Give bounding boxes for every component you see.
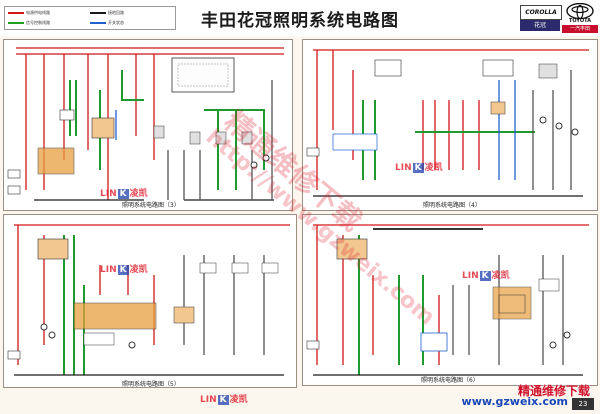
- circuit-diagram-6: [306, 224, 589, 376]
- faw-badge: 一汽丰田: [562, 25, 598, 33]
- diagram-caption: 照明系统电路图（5）: [122, 381, 180, 388]
- link-mark-k: K: [117, 265, 129, 275]
- link-mark-text: LIN: [100, 265, 117, 275]
- link-mark-text: LIN: [462, 271, 479, 281]
- legend-label: 信号控制线路: [26, 20, 50, 25]
- link-mark-text: LIN: [395, 163, 412, 173]
- page-title: 丰田花冠照明系统电路图: [201, 11, 399, 31]
- circuit-diagram-3: [7, 47, 284, 201]
- huaguan-badge: 花冠: [520, 20, 560, 31]
- link-mark-suffix: 凌凯: [229, 395, 248, 405]
- legend-swatch-black: [90, 12, 106, 14]
- link-mark-suffix: 凌凯: [129, 189, 148, 199]
- link-mark-text: LIN: [100, 189, 117, 199]
- circuit-panel-3: 照明系统电路图（3）: [3, 39, 293, 211]
- footer-url: www.gzweix.com: [461, 395, 568, 408]
- link-mark-k: K: [412, 163, 424, 173]
- legend-label: 电源供电线路: [26, 10, 50, 15]
- circuit-panel-4: 照明系统电路图（4）: [302, 39, 598, 211]
- link-mark-suffix: 凌凯: [491, 271, 510, 281]
- circuit-diagram-5: [7, 224, 290, 376]
- legend-label: 接地回路: [108, 10, 124, 15]
- circuit-panel-6: 照明系统电路图（6）: [302, 214, 598, 386]
- corolla-logo: COROLLA: [520, 5, 562, 20]
- diagram-caption: 照明系统电路图（3）: [122, 202, 180, 209]
- toyota-wordmark: TOYOTA: [568, 18, 592, 24]
- circuit-panel-5: 照明系统电路图（5）: [3, 214, 297, 388]
- link-mark-suffix: 凌凯: [424, 163, 443, 173]
- link-mark-k: K: [217, 395, 229, 405]
- link-mark-k: K: [117, 189, 129, 199]
- legend-swatch-blue: [90, 22, 106, 24]
- footer-brand-text: 精通维修下载: [517, 384, 590, 398]
- brand-block: COROLLA 花冠 TOYOTA 一汽丰田: [520, 3, 598, 33]
- circuit-diagram-4: [306, 49, 589, 197]
- diagram-caption: 照明系统电路图（4）: [423, 202, 481, 209]
- legend-label: 开关状态: [108, 20, 124, 25]
- link-mark-k: K: [479, 271, 491, 281]
- toyota-emblem-icon: [566, 3, 594, 19]
- diagram-caption: 照明系统电路图（6）: [421, 377, 479, 384]
- legend-row: 信号控制线路 开关状态: [8, 18, 172, 27]
- link-mark-text: LIN: [200, 395, 217, 405]
- link-mark-suffix: 凌凯: [129, 265, 148, 275]
- legend-row: 电源供电线路 接地回路: [8, 8, 172, 17]
- wire-legend: 电源供电线路 接地回路 信号控制线路 开关状态: [4, 6, 176, 30]
- header: 电源供电线路 接地回路 信号控制线路 开关状态 丰田花冠照明系统电路图 CORO…: [0, 0, 600, 36]
- page-number: 23: [572, 398, 594, 410]
- legend-swatch-green: [8, 22, 24, 24]
- legend-swatch-red: [8, 12, 24, 14]
- footer-brand: 精通维修下载 www.gzweix.com 23: [462, 382, 596, 410]
